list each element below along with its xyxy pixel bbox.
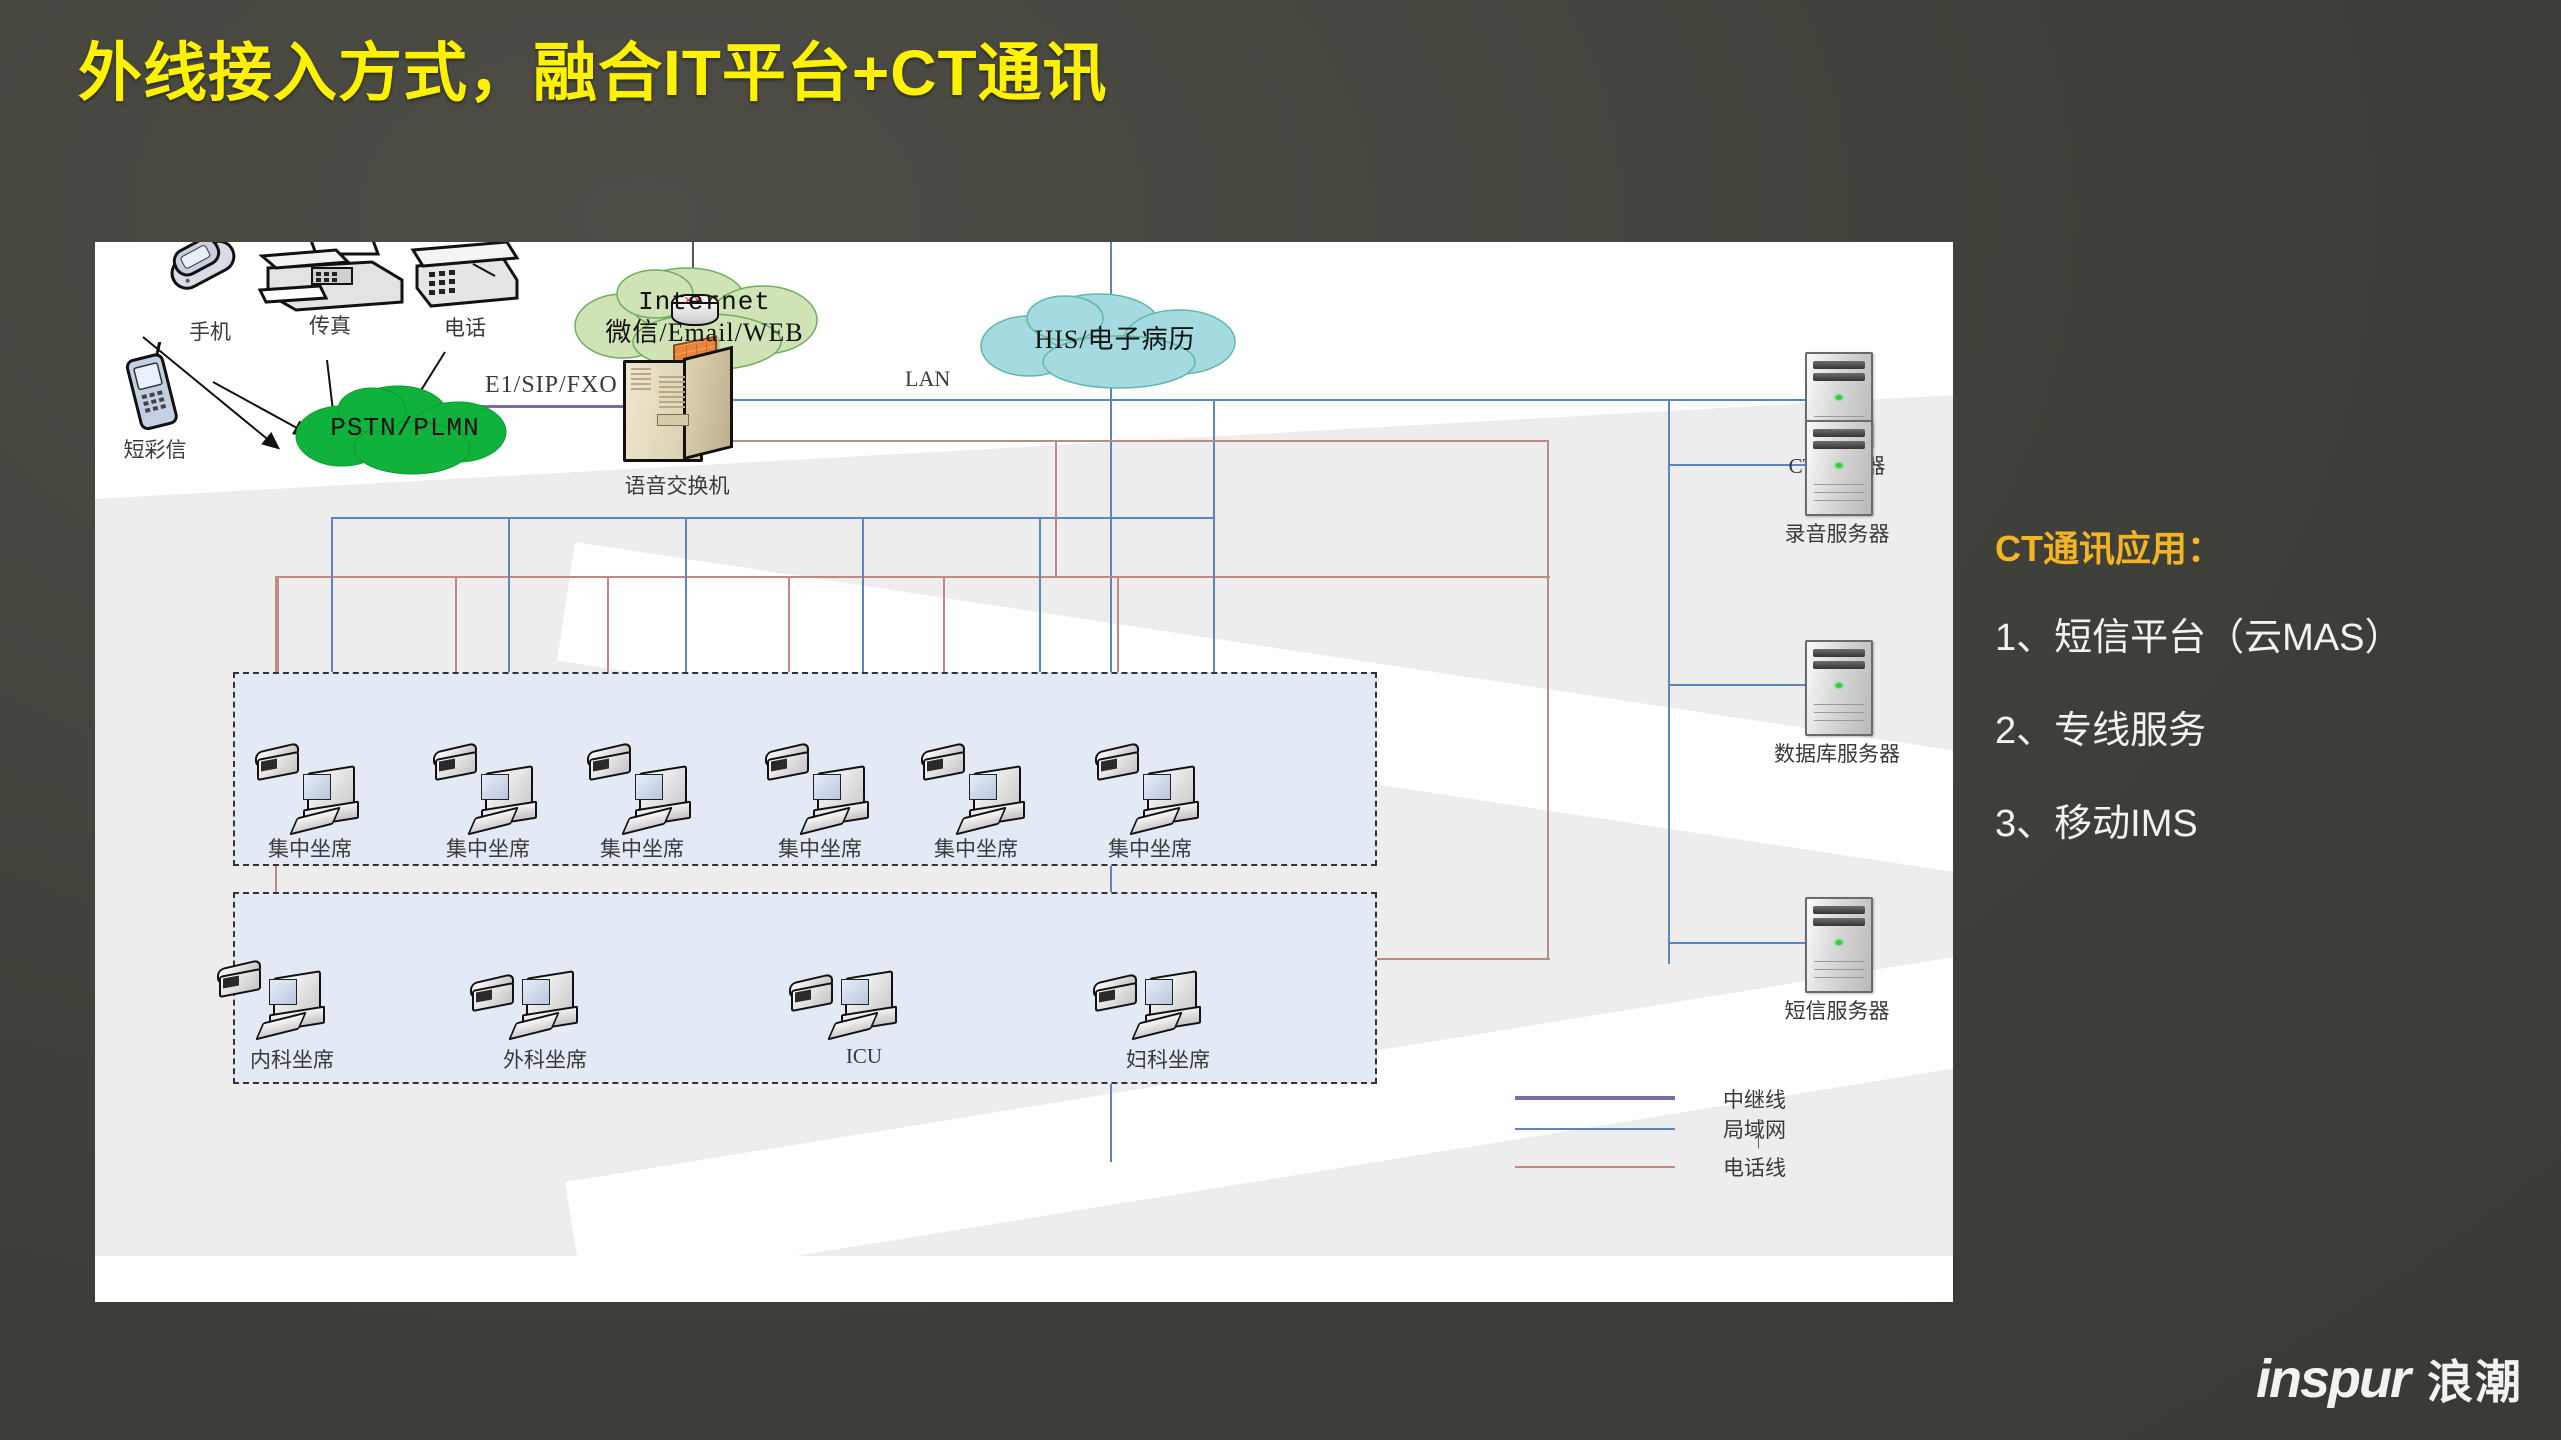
cloud-his: HIS/电子病历	[975, 290, 1255, 390]
pbx-voice-switch	[623, 345, 733, 462]
agent-bottom-label-1: 内科坐席	[250, 1048, 334, 1072]
lan-branch-sms	[1668, 942, 1805, 944]
sidebar-heading: CT通讯应用：	[1995, 528, 2223, 569]
server-label-database: 数据库服务器	[1774, 742, 1900, 766]
network-diagram-panel: 手机 传真	[95, 242, 1953, 1302]
trunk-line-pstn-pbx	[465, 405, 725, 408]
agent-drop-lan-3	[685, 517, 687, 777]
cloud-pstn-label: PSTN/PLMN	[330, 412, 480, 443]
agent-bottom-label-3: ICU	[845, 1044, 883, 1068]
agent-drop-tel-3	[607, 576, 609, 766]
agent-bottom-label-2: 外科坐席	[503, 1048, 587, 1072]
agent-drop-lan-1	[331, 517, 333, 777]
telephone-riser-right	[1547, 440, 1549, 958]
diagram-legend: 中继线 局域网 | 电话线	[1515, 1080, 1935, 1190]
legend-swatch-trunk	[1515, 1096, 1675, 1100]
legend-swatch-telephone	[1515, 1166, 1675, 1168]
cloud-internet-line2: 微信/Email/WEB	[605, 318, 804, 347]
agent-drop-tel-1	[277, 576, 279, 766]
lan-bus-agents-top	[331, 517, 1215, 519]
telephone-bus-from-pbx	[725, 440, 1549, 442]
legend-swatch-lan	[1515, 1128, 1675, 1130]
cloud-internet-line1: Internet	[638, 287, 771, 318]
sidebar-item-2: 2、专线服务	[1995, 710, 2207, 752]
node-label-fax: 传真	[309, 314, 351, 338]
agent-top-label-1: 集中坐席	[268, 837, 352, 861]
diagram-swoosh-bottom	[95, 1256, 1953, 1302]
agent-drop-lan-2	[508, 517, 510, 777]
telephone-drop-agents-top	[1055, 440, 1057, 578]
router-icon: ✕✕	[671, 294, 719, 326]
lan-bus-top	[725, 399, 1670, 401]
sidebar-item-1: 1、短信平台（云MAS）	[1995, 617, 2403, 659]
agent-drop-tel-6	[1117, 576, 1119, 766]
node-fax: 传真	[250, 242, 410, 338]
agent-drop-tel-2	[455, 576, 457, 766]
sidebar-ct-applications: CT通讯应用： 1、短信平台（云MAS） 2、专线服务 3、移动IMS	[1995, 520, 2555, 885]
logo-wordmark: inspur	[2255, 1349, 2411, 1409]
legend-label-telephone: 电话线	[1723, 1156, 1786, 1180]
node-mobile: 手机	[155, 242, 265, 344]
lan-branch-cti	[1668, 399, 1805, 401]
agent-drop-tel-4	[788, 576, 790, 766]
cloud-internet: Internet 微信/Email/WEB	[567, 264, 842, 372]
lan-drop-agents-top	[1213, 399, 1215, 519]
agent-drop-tel-5	[943, 576, 945, 766]
cloud-internet-text: Internet 微信/Email/WEB	[567, 264, 842, 372]
page-title: 外线接入方式，融合IT平台+CT通讯	[78, 37, 1108, 109]
legend-label-trunk: 中继线	[1723, 1088, 1786, 1112]
agent-drop-lan-6	[1213, 517, 1215, 777]
agent-top-label-5: 集中坐席	[934, 837, 1018, 861]
agent-drop-lan-4	[862, 517, 864, 777]
server-label-sms: 短信服务器	[1784, 999, 1890, 1023]
agent-top-label-4: 集中坐席	[778, 837, 862, 861]
server-label-recording: 录音服务器	[1784, 522, 1890, 546]
lan-link-label: LAN	[905, 366, 951, 391]
trunk-link-label: E1/SIP/FXO	[485, 372, 618, 398]
legend-label-lan: 局域网	[1723, 1118, 1786, 1142]
lan-branch-database	[1668, 684, 1805, 686]
cloud-pstn-text: PSTN/PLMN	[280, 380, 530, 476]
cloud-pstn: PSTN/PLMN	[280, 380, 530, 476]
node-label-sms-mms: 短彩信	[123, 438, 187, 462]
node-telephone: 电话	[395, 242, 535, 342]
lan-branch-recording	[1668, 464, 1805, 466]
agent-drop-lan-5	[1039, 517, 1041, 777]
agent-top-label-6: 集中坐席	[1108, 837, 1192, 861]
logo-chinese-name: 浪潮	[2427, 1356, 2523, 1408]
agent-top-label-2: 集中坐席	[446, 837, 530, 861]
pbx-label: 语音交换机	[624, 474, 730, 498]
cloud-his-label: HIS/电子病历	[1034, 324, 1196, 354]
agent-bottom-label-4: 妇科坐席	[1126, 1048, 1210, 1072]
inspur-logo: inspur 浪潮	[2256, 1346, 2523, 1412]
telephone-bus-agents-top	[275, 576, 1550, 578]
node-label-telephone: 电话	[444, 316, 486, 340]
node-sms-mms: 短彩信	[100, 340, 210, 462]
agent-top-label-3: 集中坐席	[600, 837, 684, 861]
sidebar-item-3: 3、移动IMS	[1995, 803, 2198, 845]
lan-riser	[1668, 399, 1670, 964]
legend-separator: |	[1757, 1132, 1761, 1149]
cloud-his-text: HIS/电子病历	[975, 290, 1255, 390]
node-label-mobile: 手机	[189, 320, 231, 344]
